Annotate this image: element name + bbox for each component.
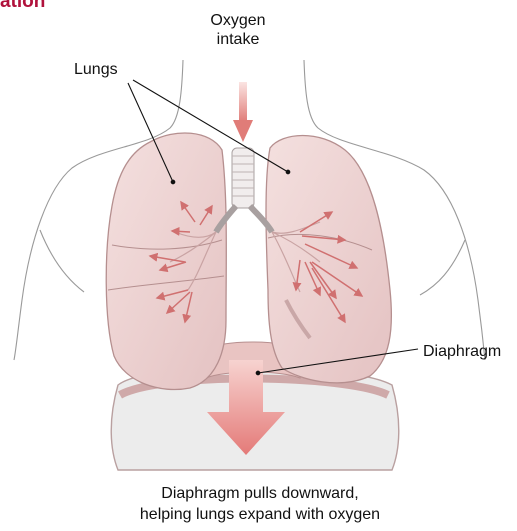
oxygen-label-line2: intake	[186, 30, 290, 49]
oxygen-intake-label: Oxygen intake	[186, 11, 290, 49]
left-lung	[106, 133, 226, 390]
oxygen-label-line1: Oxygen	[186, 11, 290, 30]
right-lung	[266, 136, 391, 383]
diagram-caption: Diaphragm pulls downward, helping lungs …	[60, 483, 460, 525]
diaphragm-label: Diaphragm	[423, 342, 501, 361]
lungs-label: Lungs	[74, 60, 118, 79]
body-outline	[14, 60, 485, 360]
oxygen-intake-arrow	[233, 82, 253, 142]
caption-line2: helping lungs expand with oxygen	[60, 504, 460, 525]
caption-line1: Diaphragm pulls downward,	[60, 483, 460, 504]
section-heading: ation	[0, 0, 45, 13]
